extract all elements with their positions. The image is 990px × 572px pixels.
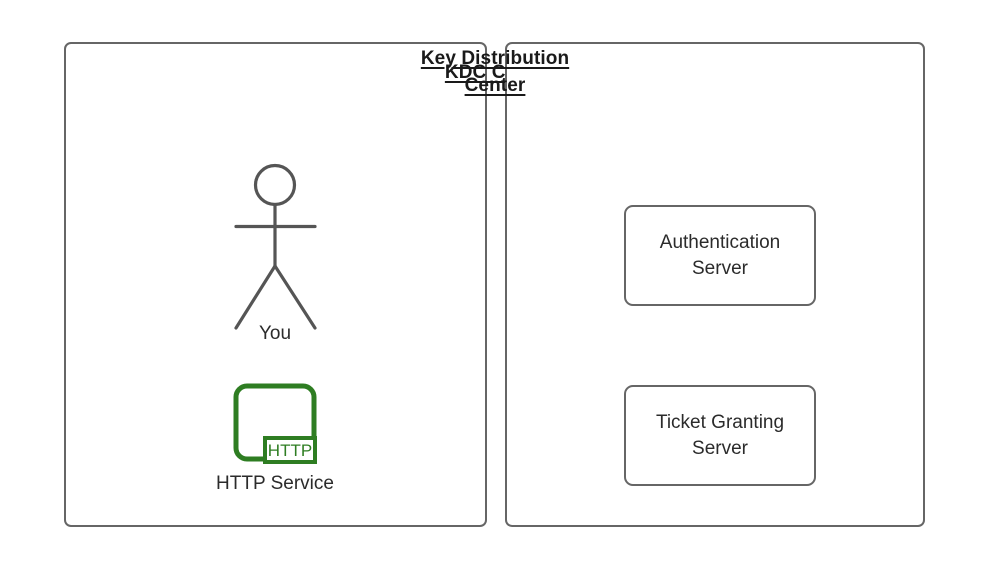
stick-figure-icon [228,158,324,336]
authentication-server-label: Authentication Server [650,230,790,282]
panel-key-distribution-center-title: Key Distribution Center [0,45,990,99]
panel-kdc-title-line-1: Key Distribution [420,48,570,69]
authentication-server-label-line-1: Authentication [659,231,781,253]
ticket-granting-server-label-line-2: Server [692,437,748,459]
ticket-granting-server-box: Ticket Granting Server [624,385,816,486]
http-service-label: HTTP Service [216,473,334,494]
svg-text:HTTP: HTTP [268,441,312,460]
http-service-icon: HTTP [233,383,319,467]
ticket-granting-server-label-line-1: Ticket Granting [655,411,785,433]
actor-label-you: You [258,323,292,344]
panel-kdc-title-line-2: Center [464,75,526,96]
authentication-server-box: Authentication Server [624,205,816,306]
authentication-server-label-line-2: Server [692,257,748,279]
ticket-granting-server-label: Ticket Granting Server [646,410,794,462]
